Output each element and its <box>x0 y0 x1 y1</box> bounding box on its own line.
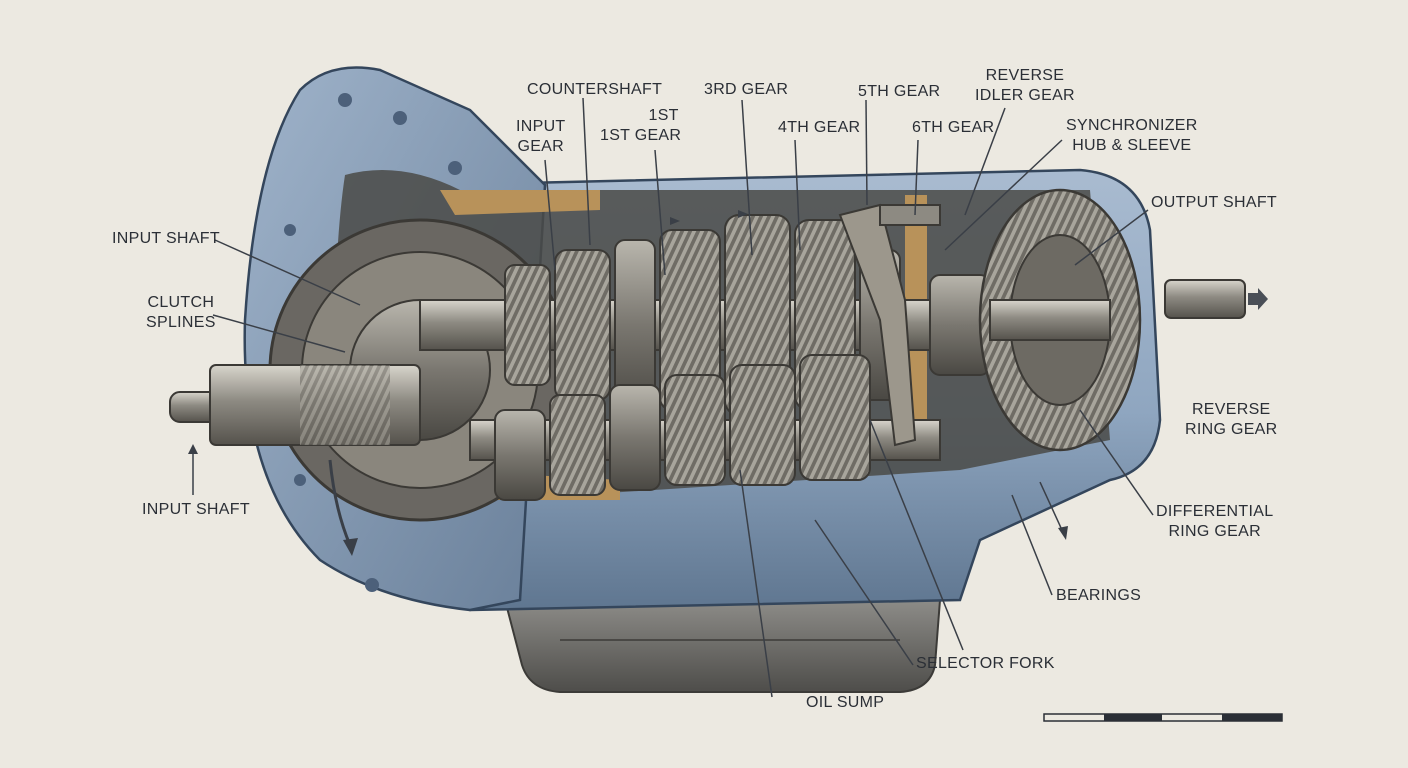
label-countershaft: COUNTERSHAFT <box>527 81 663 98</box>
label-third-gear: 3rd GEAR <box>704 81 789 98</box>
leader-countershaft <box>582 97 591 246</box>
label-input-shaft-top: INPUT SHAFT <box>112 230 220 247</box>
scale-bar <box>1043 713 1283 722</box>
rotation-arrow <box>328 459 352 546</box>
label-sixth-gear: 6th GEAR <box>912 119 995 136</box>
leader-reverse-idler <box>964 107 1006 216</box>
flow-arrow <box>738 210 748 218</box>
oil-pan-shape <box>503 599 942 693</box>
gear <box>729 364 796 486</box>
gear <box>504 264 551 386</box>
output-arrow <box>1248 288 1268 310</box>
label-fifth-gear: 5th GEAR <box>858 83 941 100</box>
leader-sixth-gear <box>914 139 919 216</box>
gear <box>664 374 726 486</box>
label-first-gear: 1st1st GEAR <box>600 107 682 144</box>
leader-output-shaft <box>1074 209 1149 266</box>
leader-lines <box>192 97 1154 698</box>
leader-synchronizer <box>944 139 1063 251</box>
arrow-down <box>1058 526 1068 540</box>
flow-arrow <box>670 217 680 225</box>
output-shaft-inner <box>989 299 1111 341</box>
arrow-up <box>188 444 198 454</box>
leader-first-gear <box>654 149 666 276</box>
cut-face <box>440 190 600 215</box>
leader-input-shaft-top <box>214 239 361 306</box>
leader-extra <box>1039 481 1063 531</box>
label-output-shaft: OUTPUT SHAFT <box>1151 194 1277 211</box>
gear <box>609 384 661 491</box>
leader-input-gear <box>544 159 556 271</box>
clutch-splines-shape <box>300 365 390 445</box>
leader-clutch-splines <box>212 314 346 353</box>
gear <box>549 394 606 496</box>
bolt-hole <box>393 111 407 125</box>
bolt-hole <box>448 161 462 175</box>
bolt-hole <box>338 93 352 107</box>
leader-selector-fork-2 <box>814 519 914 666</box>
label-oil-sump: OIL SUMP <box>806 694 885 711</box>
leader-selector-fork <box>869 419 964 651</box>
shift-rail <box>879 204 941 226</box>
leader-differential <box>1079 409 1154 516</box>
bolt-hole <box>365 578 379 592</box>
bearing <box>494 409 546 501</box>
label-selector-fork: SELECTOR FORK <box>916 655 1055 672</box>
output-shaft-end <box>1164 279 1246 319</box>
label-fourth-gear: 4th GEAR <box>778 119 861 136</box>
rotation-arrow-head <box>343 538 358 556</box>
leader-third-gear <box>741 99 753 256</box>
bolt-hole <box>294 474 306 486</box>
label-bearings: BEARINGS <box>1056 587 1142 604</box>
gear <box>554 249 611 401</box>
leader-fourth-gear <box>794 139 801 251</box>
leader-fifth-gear <box>865 99 868 206</box>
bolt-hole <box>284 224 296 236</box>
label-input-shaft-bottom: INPUT SHAFT <box>142 501 250 518</box>
leader-oil-sump <box>739 469 773 698</box>
gear <box>799 354 871 481</box>
leader-bearings <box>1011 494 1053 596</box>
